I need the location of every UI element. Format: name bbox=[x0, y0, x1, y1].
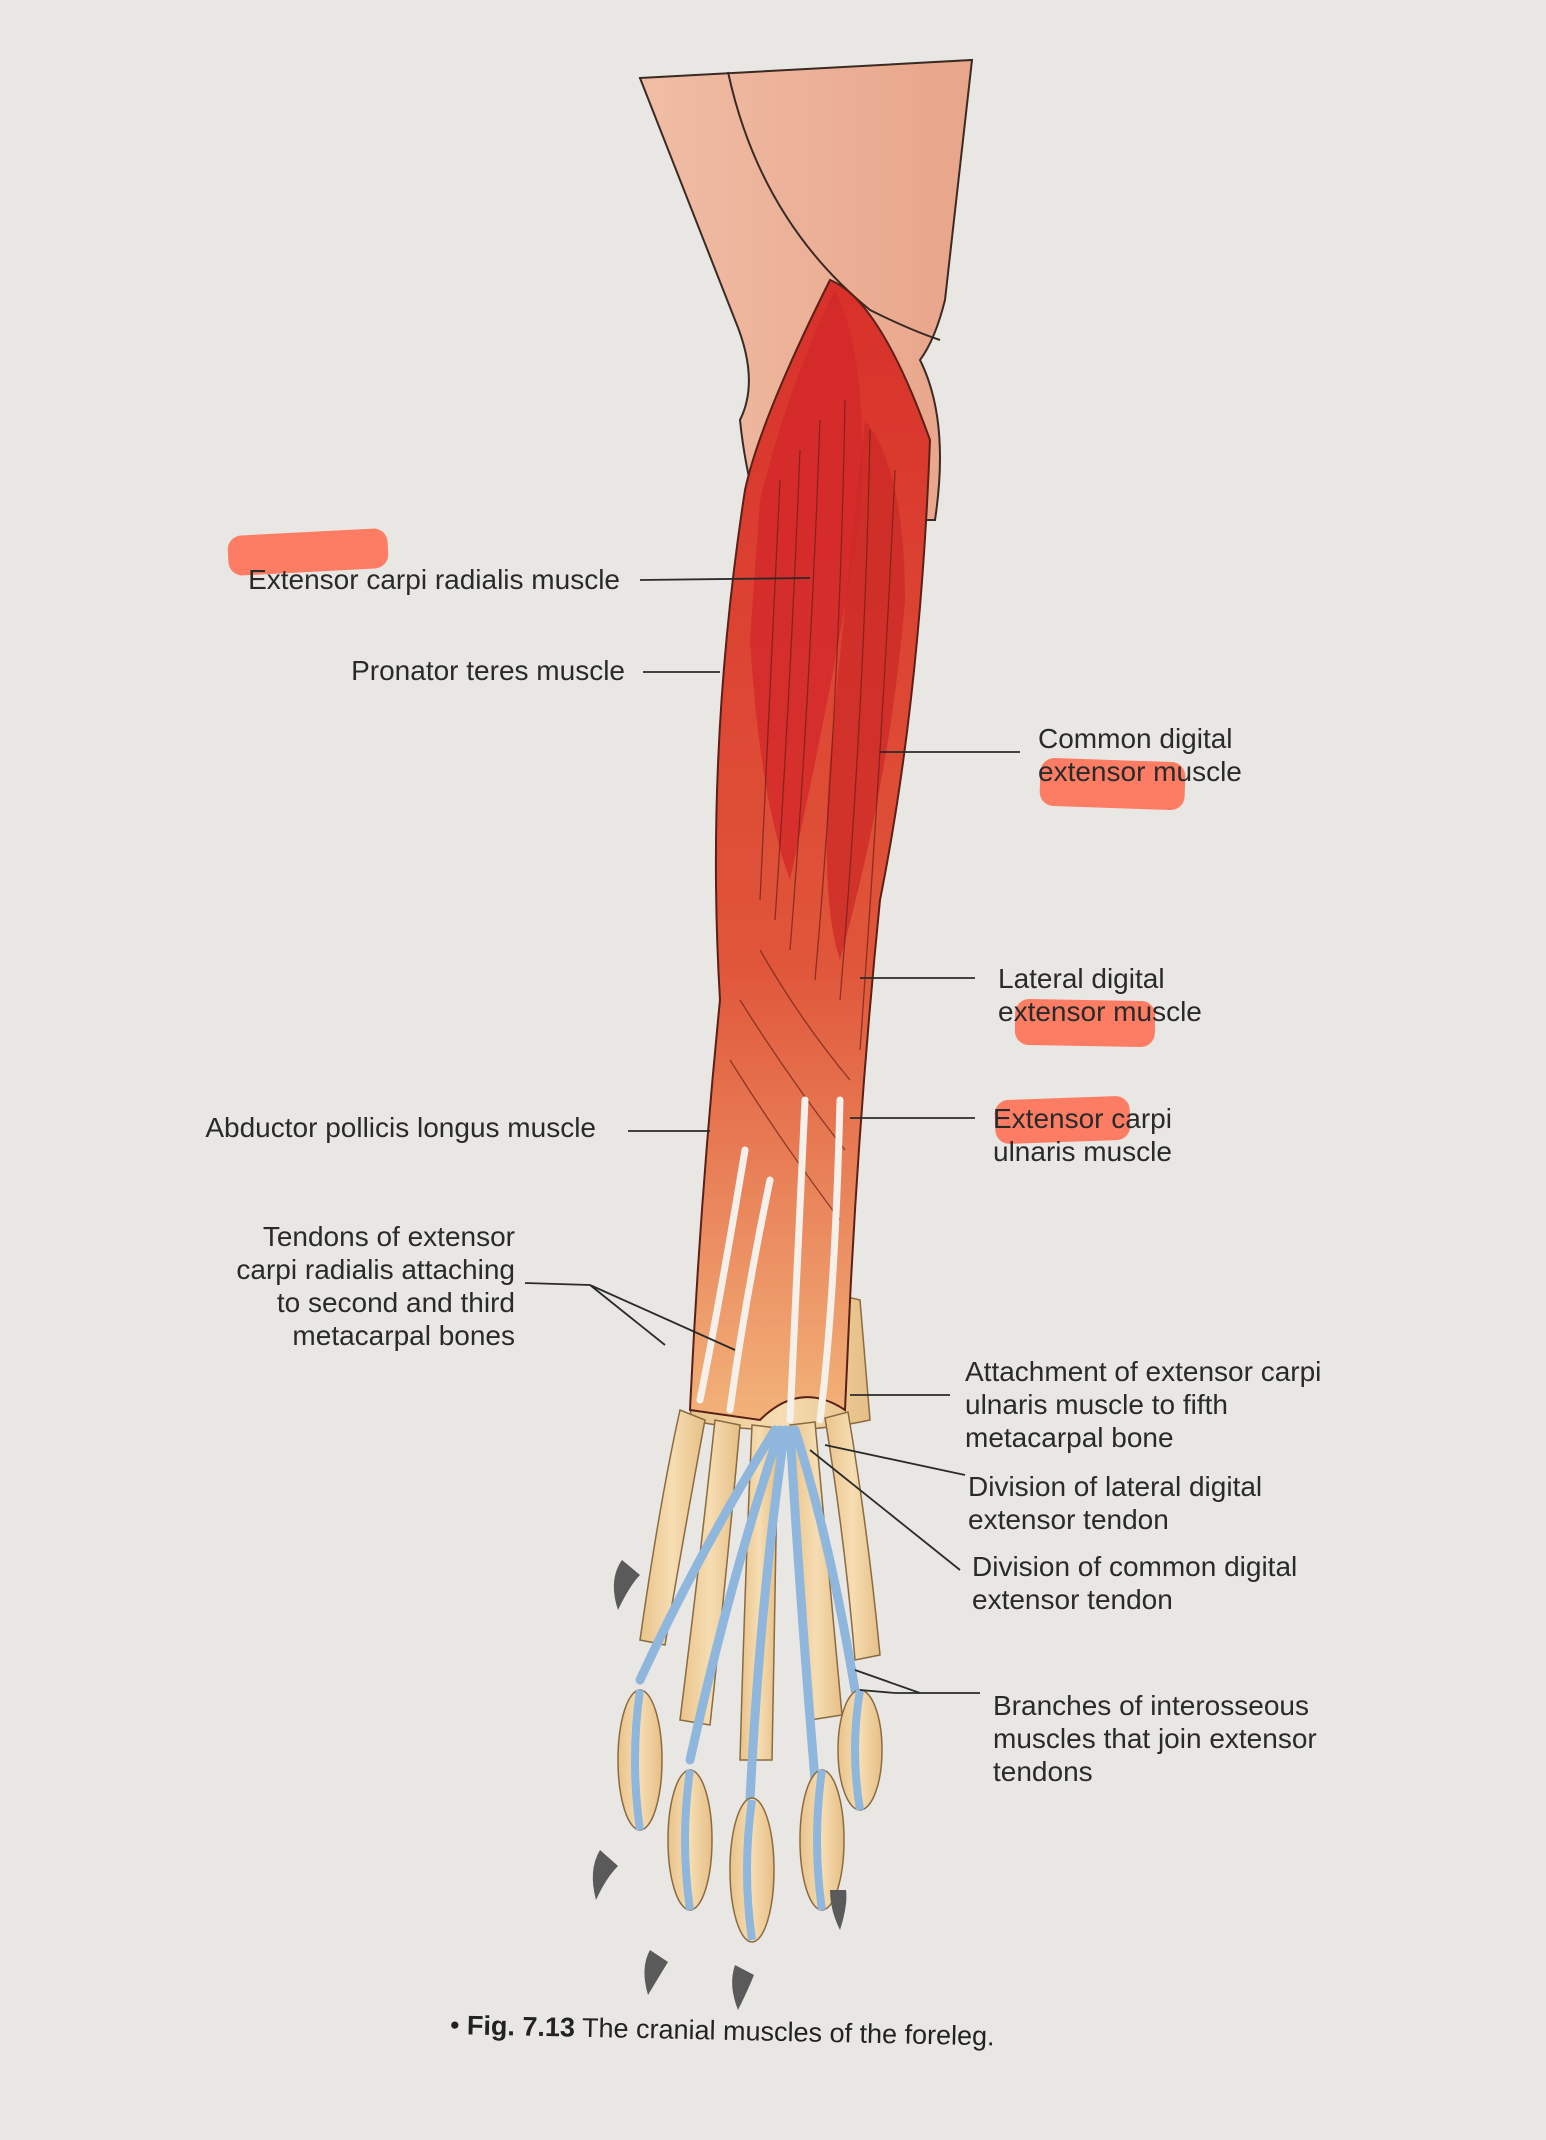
digital-tendons bbox=[635, 1425, 860, 1805]
label-extensor-carpi-ulnaris: Extensor carpi ulnaris muscle bbox=[993, 1103, 1172, 1167]
label-lateral-digital-extensor: Lateral digital extensor muscle bbox=[998, 963, 1202, 1027]
leader-lines bbox=[524, 577, 1020, 1694]
caption-bullet: • bbox=[449, 2010, 460, 2041]
label-tendons-extensor-carpi-radialis: Tendons of extensor carpi radialis attac… bbox=[236, 1221, 515, 1351]
figure-number: Fig. 7.13 bbox=[466, 2010, 576, 2043]
digit-tendon-overlays bbox=[631, 1689, 864, 1941]
label-division-common-digital-tendon: Division of common digital extensor tend… bbox=[972, 1551, 1298, 1615]
muscle-fiber-lines bbox=[729, 399, 896, 1221]
label-division-lateral-digital-tendon: Division of lateral digital extensor ten… bbox=[968, 1471, 1263, 1535]
common-digital-extensor-belly bbox=[826, 420, 905, 960]
claws bbox=[592, 1560, 847, 2010]
label-branches-interosseous: Branches of interosseous muscles that jo… bbox=[993, 1690, 1317, 1787]
label-common-digital-extensor: Common digital extensor muscle bbox=[1038, 723, 1242, 787]
extensor-carpi-radialis-belly bbox=[750, 290, 863, 880]
label-attachment-extensor-carpi-ulnaris: Attachment of extensor carpi ulnaris mus… bbox=[965, 1356, 1322, 1453]
digit-bones bbox=[617, 1689, 883, 1943]
skin-fold-line bbox=[727, 71, 941, 341]
extensor-tendons bbox=[696, 1096, 844, 1424]
label-abductor-pollicis-longus: Abductor pollicis longus muscle bbox=[205, 1112, 596, 1143]
label-pronator-teres: Pronator teres muscle bbox=[351, 655, 625, 686]
label-extensor-carpi-radialis: Extensor carpi radialis muscle bbox=[248, 564, 620, 595]
